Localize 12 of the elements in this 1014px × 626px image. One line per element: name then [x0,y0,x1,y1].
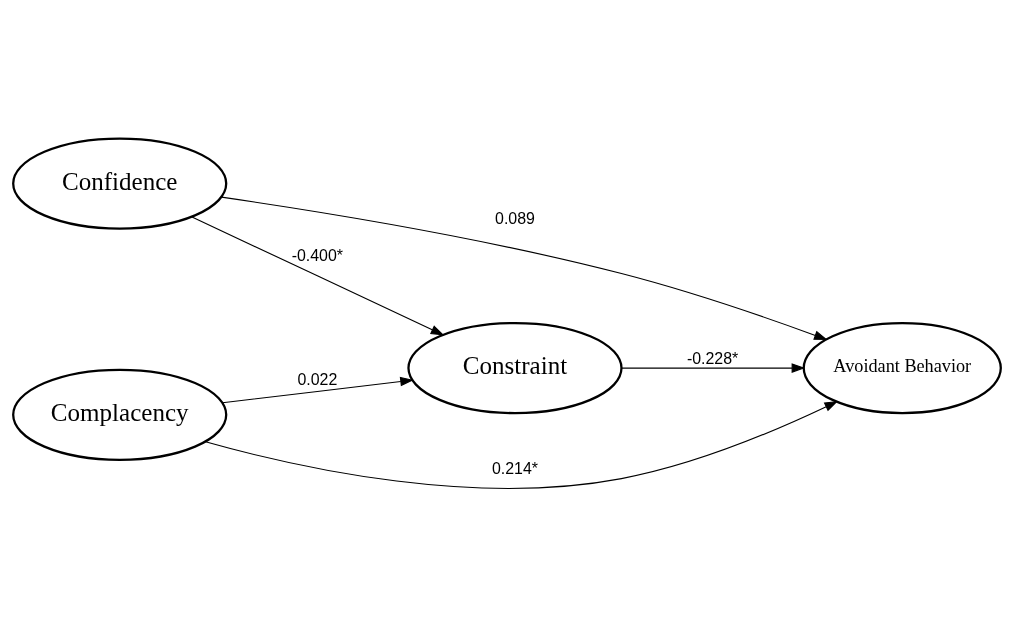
arrow [621,362,806,373]
edge-label: -0.400* [291,246,344,264]
node-ellipse: Confidence [12,136,228,230]
arrow [222,376,414,403]
edge-label: 0.214* [491,459,539,477]
edge-label: -0.228* [686,349,739,367]
node-ellipse: Complacency [12,368,228,461]
edge-label: 0.089 [495,209,535,227]
arrow [191,215,445,335]
arrow [204,400,839,489]
edge-label: 0.022 [297,370,338,388]
arrow [220,196,828,340]
